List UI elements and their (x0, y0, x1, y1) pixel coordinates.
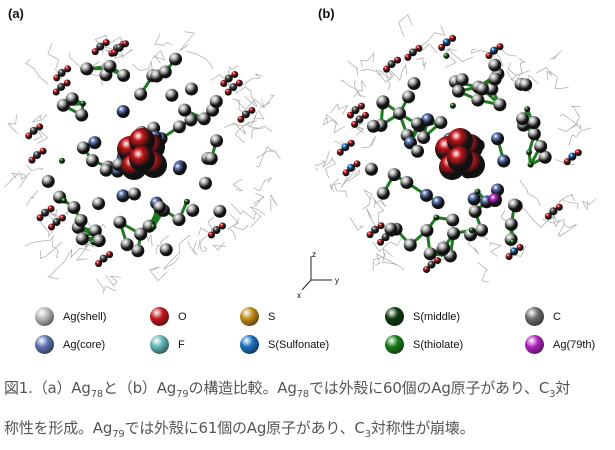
axis-y-label: y (335, 276, 339, 285)
legend-item: Ag(shell) (35, 307, 106, 326)
legend-item: Ag(core) (35, 335, 105, 354)
legend-item: S (240, 307, 275, 326)
panel-b-label: (b) (318, 6, 335, 21)
axis-triad-icon: z y x (297, 250, 339, 300)
legend-label: O (178, 310, 187, 323)
legend-sphere-icon (240, 335, 259, 354)
legend-label: S(Sulfonate) (268, 338, 330, 351)
legend-label: S (268, 310, 276, 323)
legend-label: Ag(core) (63, 338, 106, 351)
legend-label: S(thiolate) (413, 338, 464, 351)
legend-item: S(Sulfonate) (240, 335, 329, 354)
legend-label: Ag(79th) (553, 338, 596, 351)
legend-label: C (553, 310, 561, 323)
legend-sphere-icon (150, 335, 169, 354)
caption-line-1: 図1.（a）Ag78と（b）Ag79の構造比較。Ag78では外殻に60個のAg原… (4, 379, 571, 400)
legend-sphere-icon (35, 335, 54, 354)
panel-a-label: (a) (8, 6, 24, 21)
legend-sphere-icon (385, 307, 404, 326)
legend-item: F (150, 335, 185, 354)
legend-sphere-icon (525, 335, 544, 354)
legend-item: S(middle) (385, 307, 460, 326)
axis-z-label: z (312, 250, 316, 259)
legend-item: O (150, 307, 187, 326)
legend-sphere-icon (525, 307, 544, 326)
legend-label: F (178, 338, 185, 351)
legend-item: Ag(79th) (525, 335, 595, 354)
legend-label: S(middle) (413, 310, 461, 323)
ag78-structure-image (4, 31, 281, 294)
legend-sphere-icon (150, 307, 169, 326)
ag79-structure-image (315, 14, 596, 283)
legend-sphere-icon (35, 307, 54, 326)
axis-x-label: x (297, 291, 301, 300)
legend-item: C (525, 307, 561, 326)
legend-sphere-icon (385, 335, 404, 354)
legend-item: S(thiolate) (385, 335, 463, 354)
legend-label: Ag(shell) (63, 310, 107, 323)
legend-sphere-icon (240, 307, 259, 326)
caption-line-2: 称性を形成。Ag79では外殻に61個のAg原子があり、C3対称性が崩壊。 (4, 419, 475, 440)
